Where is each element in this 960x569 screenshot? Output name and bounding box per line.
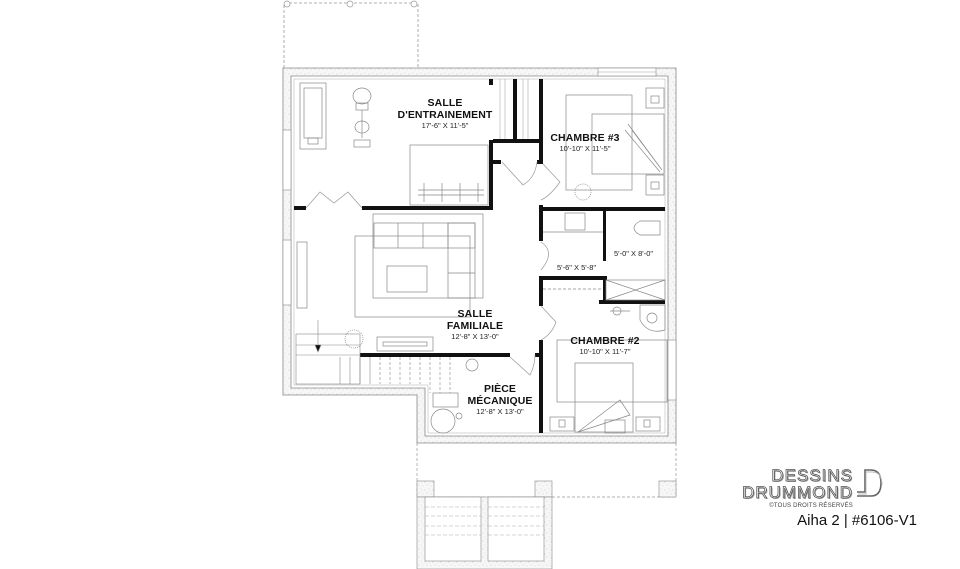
interior-walls	[294, 79, 665, 433]
brand-watermark: DESSINS DRUMMOND ©TOUS DROITS RÉSERVÉS A…	[737, 464, 917, 544]
bedroom2-furniture	[549, 339, 668, 434]
gym-name-line1: SALLE	[427, 97, 463, 109]
family-room-name-line1: SALLE	[457, 308, 493, 320]
plan-title: Aiha 2 | #6106-V1	[797, 512, 917, 529]
gym-dimensions: 17'-6" X 11'-5"	[421, 120, 469, 130]
bedroom3-name: CHAMBRE #3	[550, 132, 620, 144]
family-room-furniture	[296, 213, 484, 352]
bedroom2-name: CHAMBRE #2	[570, 335, 640, 347]
bedroom2-dimensions: 10'-10" X 11'-7"	[579, 346, 631, 356]
brand-name-line1: DESSINS	[771, 466, 853, 486]
brand-logo-icon	[857, 469, 883, 497]
bottom-deck	[416, 443, 677, 569]
room-label-bedroom3: CHAMBRE #3 10'-10" X 11'-5"	[540, 132, 630, 153]
stairs	[295, 320, 451, 393]
bathroom-dimensions: 5'-0" X 8'-0"	[614, 249, 654, 258]
room-label-gym: SALLE D'ENTRAINEMENT 17'-6" X 11'-5"	[385, 97, 505, 130]
brand-name-line2: DRUMMOND	[742, 483, 853, 503]
mechanical-name-line1: PIÈCE	[483, 383, 516, 395]
mechanical-name-line2: MÉCANIQUE	[467, 394, 533, 407]
top-deck	[283, 0, 419, 70]
mechanical-equipment	[430, 358, 479, 434]
room-label-bedroom2: CHAMBRE #2 10'-10" X 11'-7"	[560, 335, 650, 356]
family-room-name-line2: FAMILIALE	[446, 319, 504, 332]
room-label-mechanical: PIÈCE MÉCANIQUE 12'-8" X 13'-0"	[455, 383, 545, 416]
brand-rights: ©TOUS DROITS RÉSERVÉS	[769, 503, 853, 509]
doors	[305, 161, 561, 376]
bedroom3-furniture	[565, 87, 665, 201]
laundry-dimensions: 5'-6" X 5'-8"	[557, 263, 597, 272]
bathroom-fixtures	[543, 212, 666, 332]
gym-equipment	[299, 82, 489, 206]
bedroom3-dimensions: 10'-10" X 11'-5"	[559, 143, 611, 153]
family-room-dimensions: 12'-8" X 13'-0"	[451, 331, 499, 341]
gym-name-line2: D'ENTRAINEMENT	[397, 108, 493, 121]
mechanical-dimensions: 12'-8" X 13'-0"	[476, 406, 524, 416]
room-label-family-room: SALLE FAMILIALE 12'-8" X 13'-0"	[430, 308, 520, 341]
